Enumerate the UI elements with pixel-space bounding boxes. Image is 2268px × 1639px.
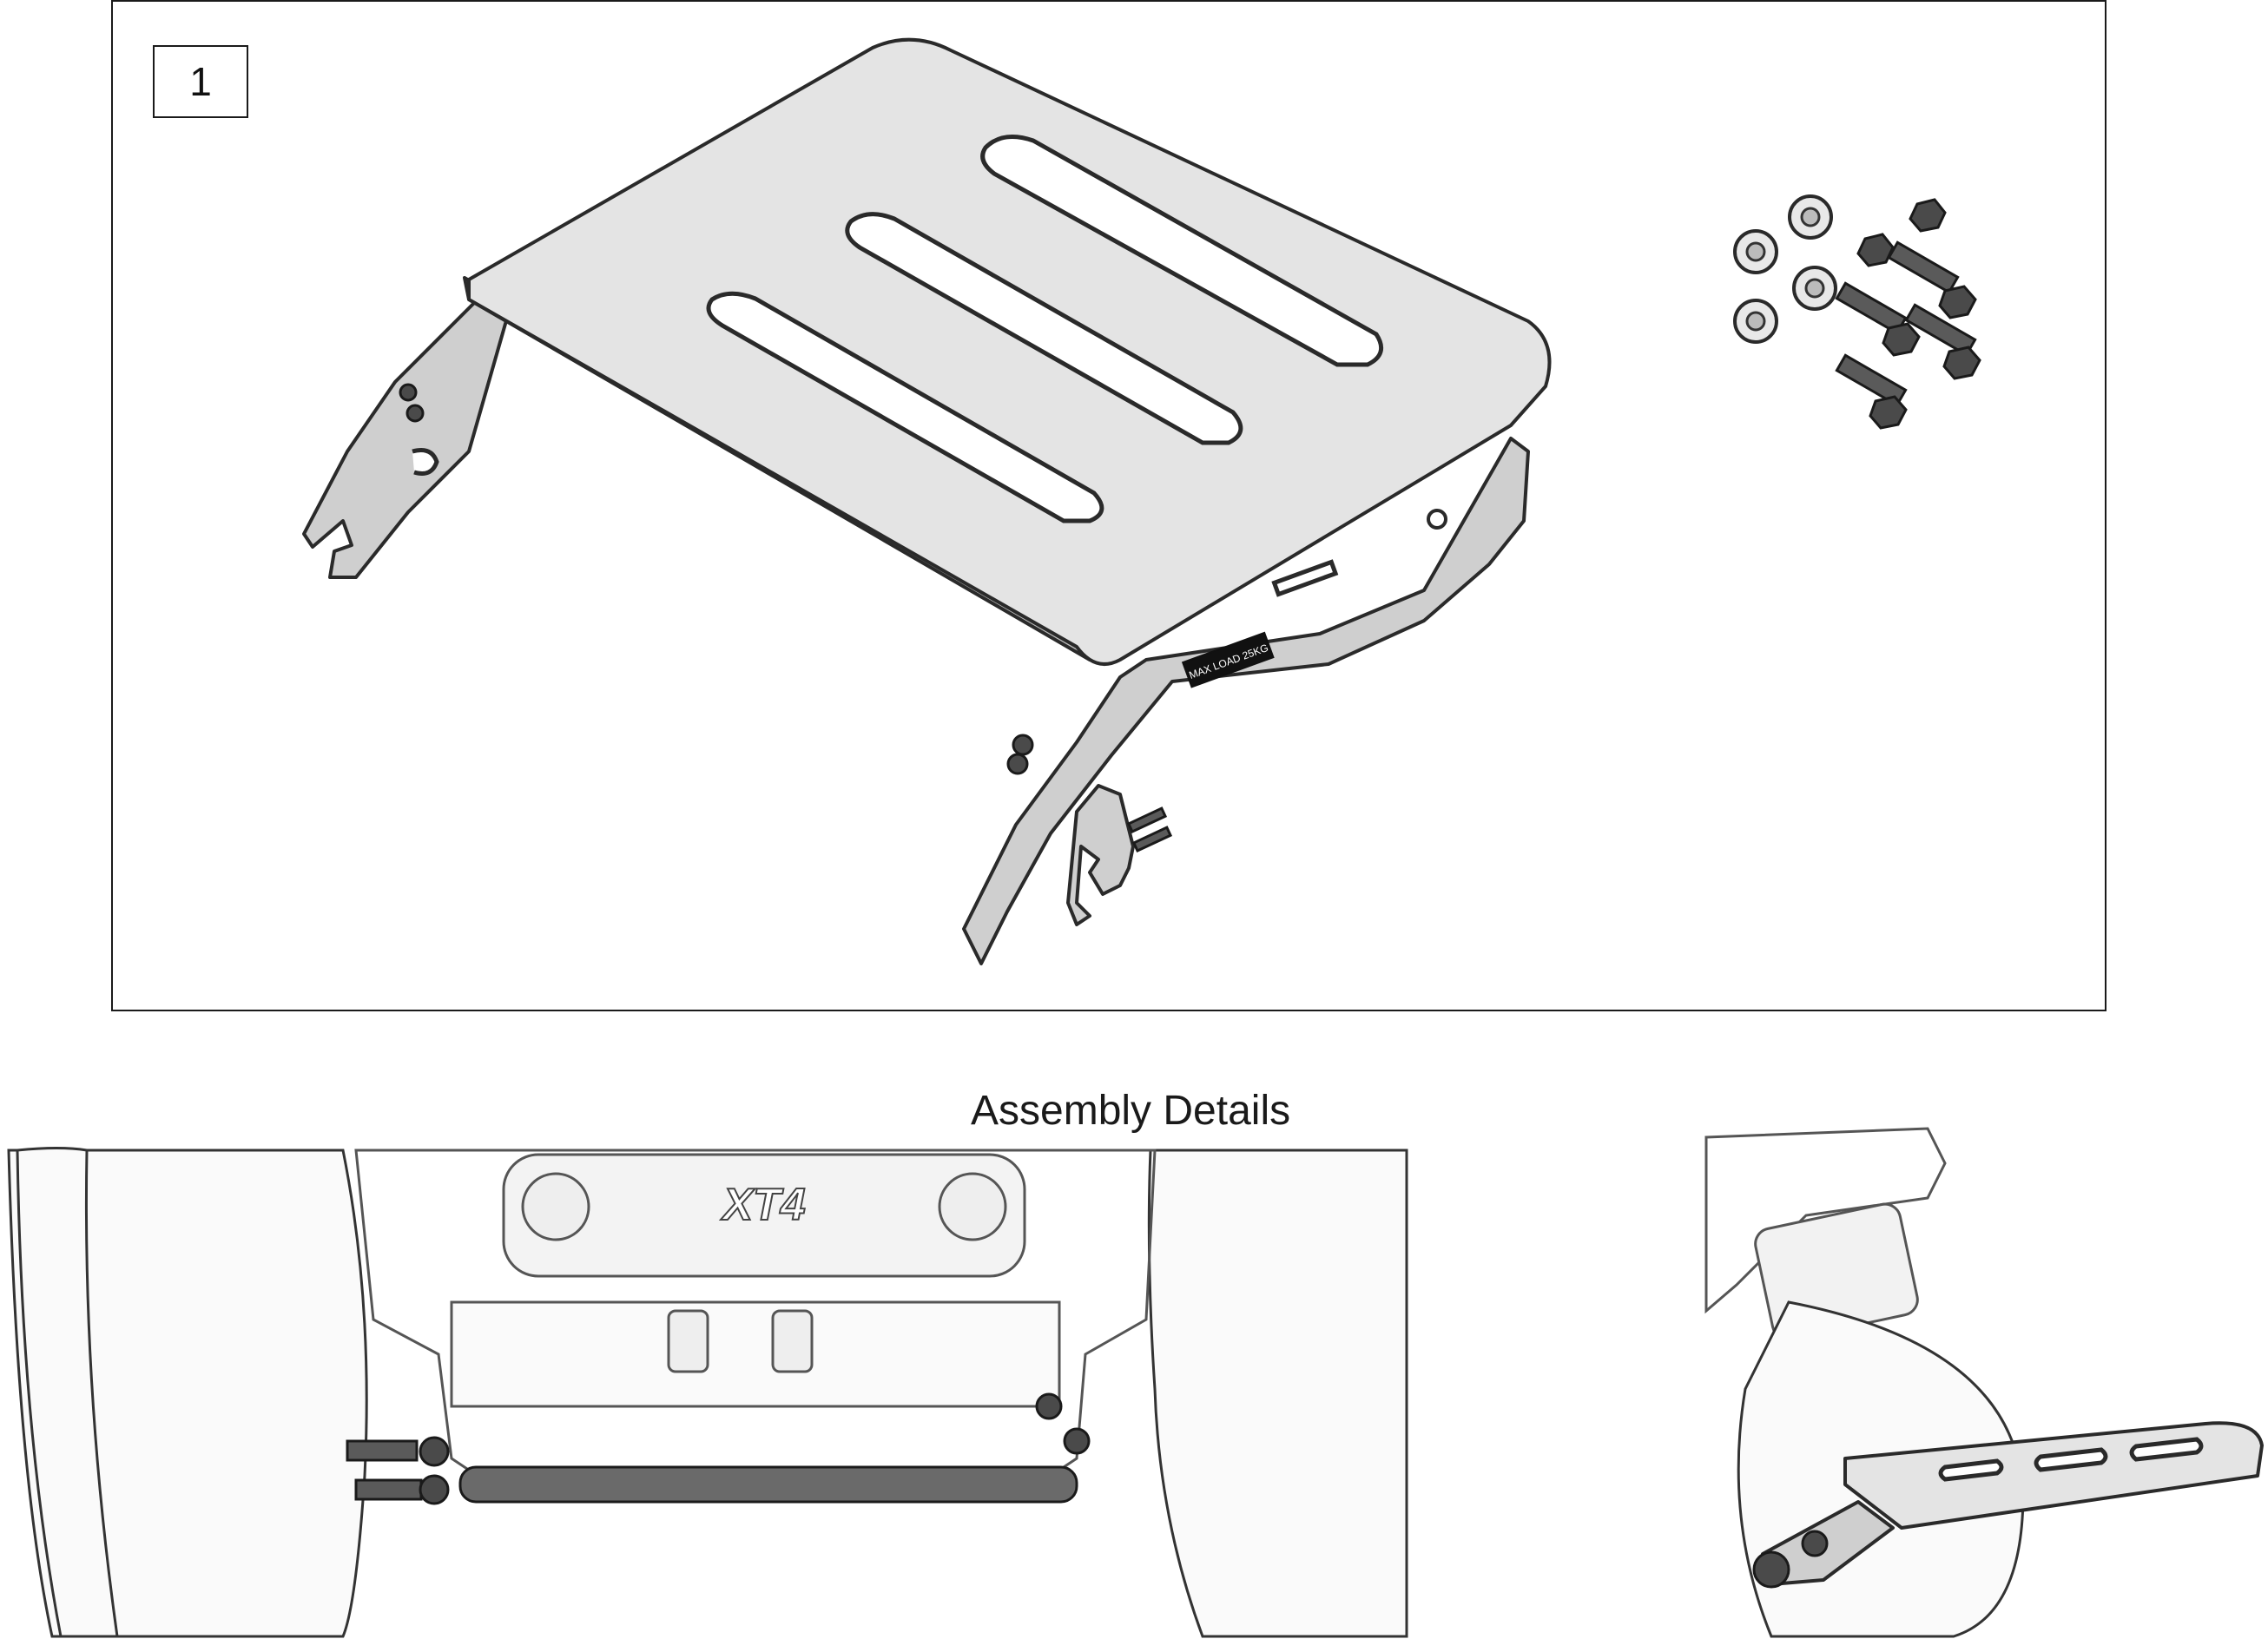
tray-plate-icon: MAX LOAD 25KG bbox=[302, 37, 1552, 965]
rear-nut-lower bbox=[419, 1474, 450, 1505]
washer-4 bbox=[1733, 299, 1778, 344]
rear-bolt-lower bbox=[354, 1478, 423, 1501]
tray-slot-1 bbox=[980, 135, 1384, 367]
side-bolt-knob bbox=[1752, 1550, 1790, 1589]
left-mount-bracket bbox=[302, 285, 514, 579]
max-load-label: MAX LOAD 25KG bbox=[1181, 631, 1275, 688]
hook-clamp bbox=[1066, 784, 1135, 926]
rear-bolt-upper bbox=[346, 1439, 419, 1462]
bolt-4 bbox=[1835, 353, 1908, 430]
left-bracket-slot bbox=[412, 448, 439, 476]
tray-slot-3 bbox=[706, 291, 1104, 523]
washer-2 bbox=[1788, 194, 1833, 240]
rear-light-left bbox=[521, 1172, 590, 1241]
side-nut bbox=[1801, 1530, 1829, 1557]
side-tray-slot-1 bbox=[1938, 1458, 2004, 1482]
rear-nut-upper bbox=[419, 1436, 450, 1467]
tray-plate-top bbox=[467, 37, 1552, 666]
assembly-details-title: Assembly Details bbox=[971, 1088, 1291, 1134]
side-assembly-view-icon bbox=[1704, 1127, 2264, 1638]
bolt-1 bbox=[1887, 240, 1977, 319]
rear-nut-right-2 bbox=[1063, 1427, 1091, 1455]
left-bracket-bolt bbox=[399, 383, 418, 402]
mount-clip-left bbox=[667, 1309, 709, 1373]
chair-model-badge: XT4 bbox=[720, 1180, 805, 1230]
hook-bolt-2 bbox=[1131, 826, 1173, 852]
right-bracket-slot bbox=[1271, 559, 1339, 597]
mount-cross-plate bbox=[450, 1300, 1061, 1408]
nut-2 bbox=[1909, 198, 1947, 233]
mount-clip-right bbox=[771, 1309, 814, 1373]
washer-3 bbox=[1792, 266, 1837, 311]
bolt-3 bbox=[1904, 303, 1981, 380]
hardware-kit-icon bbox=[1733, 194, 1981, 430]
tray-slot-2 bbox=[845, 212, 1243, 445]
rear-light-right bbox=[938, 1172, 1007, 1241]
hook-nut-bottom bbox=[1006, 753, 1029, 775]
washer-1 bbox=[1733, 229, 1778, 274]
nut-1 bbox=[1856, 233, 1895, 267]
hook-nut-top bbox=[1012, 734, 1034, 756]
bolt-2 bbox=[1835, 281, 1921, 357]
right-bracket-hole bbox=[1427, 509, 1447, 530]
mount-rod bbox=[458, 1465, 1078, 1504]
parts-frame bbox=[111, 0, 2106, 1011]
side-tray-slot-3 bbox=[2129, 1437, 2204, 1462]
right-tire bbox=[1147, 1149, 1408, 1638]
side-tray-slot-2 bbox=[2034, 1447, 2108, 1472]
rear-nut-right-1 bbox=[1035, 1392, 1063, 1420]
right-mount-bracket bbox=[962, 437, 1530, 965]
rear-assembly-view-icon: XT4 bbox=[7, 1147, 1408, 1638]
rear-light-housing bbox=[502, 1153, 1026, 1278]
callout-number: 1 bbox=[153, 45, 248, 118]
hook-bolt-1 bbox=[1126, 806, 1168, 833]
left-tire-rim bbox=[16, 1147, 119, 1638]
left-bracket-nut bbox=[405, 404, 425, 423]
